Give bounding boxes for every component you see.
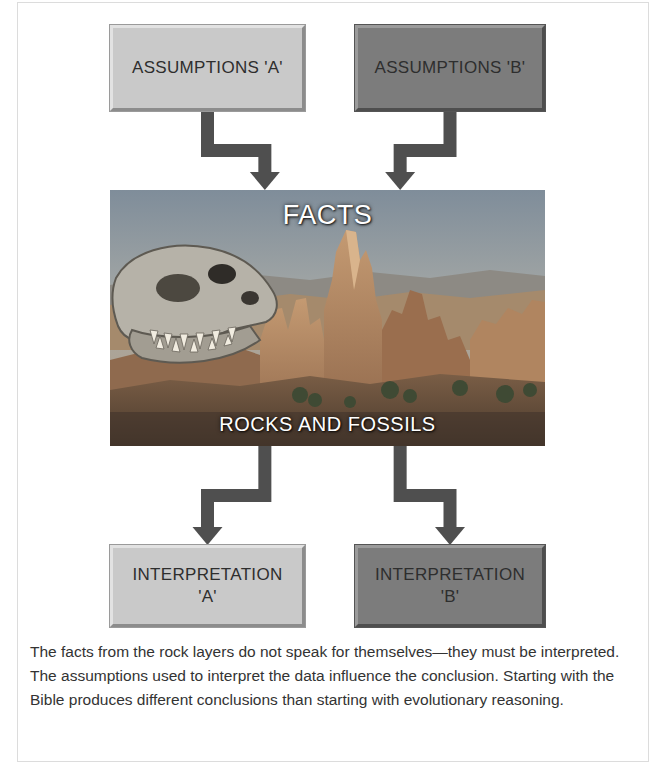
arrow-head <box>250 172 280 190</box>
arrow-shaft <box>400 446 450 527</box>
interpretation-box: INTERPRETATION 'A' <box>110 545 305 627</box>
assumption-box: ASSUMPTIONS 'B' <box>355 25 545 111</box>
interpretation-box: INTERPRETATION 'B' <box>355 545 545 627</box>
box-label: ASSUMPTIONS 'B' <box>375 57 526 79</box>
flow-arrow <box>400 446 465 545</box>
flow-arrow <box>208 111 280 190</box>
flow-arrow <box>193 446 265 545</box>
arrow-shaft <box>208 111 265 172</box>
assumption-box: ASSUMPTIONS 'A' <box>110 25 305 111</box>
panel-label: ROCKS AND FOSSILS <box>110 413 545 436</box>
arrow-head <box>385 172 415 190</box>
box-label: ASSUMPTIONS 'A' <box>132 57 283 79</box>
box-label: INTERPRETATION 'B' <box>368 564 532 608</box>
facts-panel: FACTS ROCKS AND FOSSILS <box>110 190 545 446</box>
arrow-shaft <box>208 446 265 527</box>
figure-caption: The facts from the rock layers do not sp… <box>30 640 630 712</box>
panel-heading: FACTS <box>110 200 545 231</box>
arrow-head <box>193 527 223 545</box>
flow-arrow <box>385 111 450 190</box>
box-label: INTERPRETATION 'A' <box>123 564 292 608</box>
arrow-shaft <box>400 111 450 172</box>
arrow-head <box>435 527 465 545</box>
